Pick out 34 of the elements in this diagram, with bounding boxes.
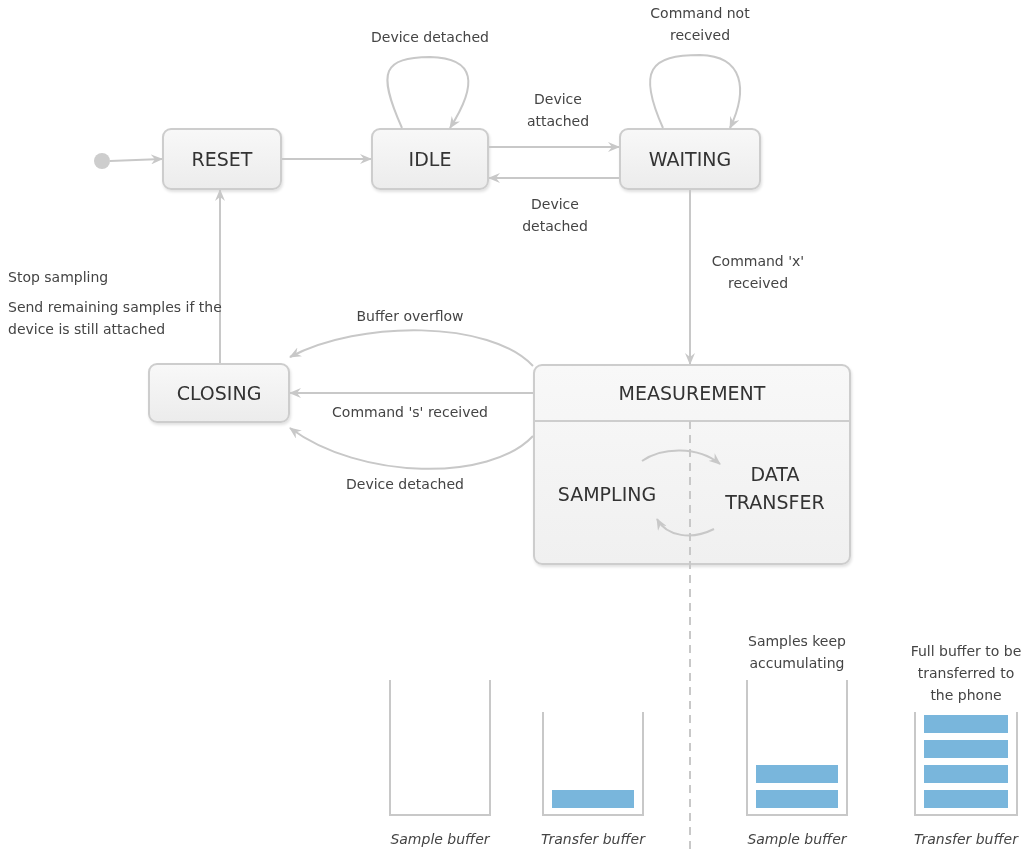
buffer-drawing xyxy=(746,680,848,816)
arrow xyxy=(488,142,620,152)
state-box: CLOSING xyxy=(148,363,290,423)
note-text: Send remaining samples if the device is still attached xyxy=(8,298,223,339)
arrow xyxy=(685,189,695,365)
buffer-caption: Sample buffer xyxy=(746,830,848,849)
buffer-caption: Transfer buffer xyxy=(913,830,1020,849)
buffer-drawing xyxy=(542,712,644,816)
arrow xyxy=(281,154,372,164)
arrow xyxy=(488,173,620,183)
arrow xyxy=(289,388,534,398)
state-box: RESET xyxy=(162,128,282,190)
substate-label: SAMPLING xyxy=(547,474,667,514)
arrow xyxy=(656,518,715,537)
state-box: WAITING xyxy=(619,128,761,190)
note-text: Full buffer to be transferred to the phone xyxy=(909,642,1023,705)
buffer-caption: Sample buffer xyxy=(389,830,491,849)
arrow xyxy=(109,154,163,165)
arrow xyxy=(641,449,721,465)
state-box: IDLE xyxy=(371,128,489,190)
arrow xyxy=(289,329,534,367)
note-text: Samples keep accumulating xyxy=(747,632,847,673)
buffer-drawing xyxy=(914,712,1018,816)
note-text: Stop sampling xyxy=(8,268,110,287)
state-title: MEASUREMENT xyxy=(535,366,849,422)
loop-arrow xyxy=(386,56,470,129)
composite-state-box xyxy=(533,364,851,565)
buffer-drawing xyxy=(389,680,491,816)
loop-arrow xyxy=(648,54,741,129)
arrow xyxy=(289,427,534,470)
initial-state-dot xyxy=(94,153,110,169)
substate-label: DATA TRANSFER xyxy=(705,460,845,516)
buffer-caption: Transfer buffer xyxy=(540,830,647,849)
arrow xyxy=(215,189,225,364)
